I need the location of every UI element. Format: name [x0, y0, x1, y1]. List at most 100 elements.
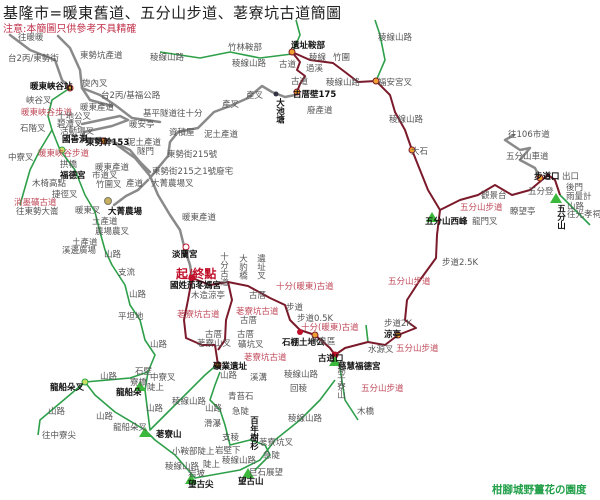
map-label: 暖東峽谷步道	[38, 149, 90, 159]
roads	[8, 33, 542, 280]
map-label: 十分(暖東)古道	[301, 323, 359, 333]
map-label: 產叉	[222, 100, 240, 110]
author-credit: 柑腳城野薑花の園度	[492, 484, 587, 496]
map-label: 古厝壁175	[293, 90, 337, 100]
map-label: 東勢坑產道	[80, 51, 123, 61]
map-label: 急陡	[232, 407, 250, 417]
map-label: 竹圍	[333, 53, 351, 63]
map-label: 淡蘭宮	[172, 250, 198, 260]
map-label: 慈慧福德宮	[338, 362, 381, 372]
map-label: 古道口	[318, 354, 344, 364]
map-label: 木造涼亭	[191, 291, 226, 301]
map-label: 礦坑叉	[238, 340, 264, 350]
map-label: 龍船朵	[116, 388, 142, 398]
map-label: 寮橋	[130, 378, 148, 388]
map-label: 望古山	[238, 477, 264, 487]
map-label: 大菁農場	[108, 207, 143, 217]
map-label: 暖安亭	[129, 120, 155, 130]
map-label: 大豹橋	[237, 254, 248, 280]
map-label: 溪邊廣場	[62, 246, 97, 256]
map-label: 山路	[104, 250, 122, 260]
map-label: 稜線	[309, 53, 327, 63]
map-label: 山路	[220, 371, 238, 381]
map-label: 石壁	[135, 367, 153, 377]
map-label: 荖寮山	[156, 430, 182, 440]
map-label: 市道叉	[92, 171, 118, 181]
map-label: 五分山車道	[506, 152, 549, 162]
map-label: 石棚土地公	[282, 338, 325, 348]
map-label: 山路	[129, 290, 147, 300]
map-label: 資積屋	[169, 128, 195, 138]
map-label: 荖寮坑古道	[177, 310, 220, 320]
map-label: 礦業遺址	[213, 362, 248, 372]
map-label: 稜線山路	[222, 456, 257, 466]
map-label: 農場農叉	[95, 227, 130, 237]
map-label: 山路	[48, 407, 66, 417]
map-label: 五分山西峰	[425, 217, 468, 227]
map-label: 木椅高點	[32, 179, 67, 189]
map-label: 廢產道	[307, 106, 333, 116]
map-label: 支流	[118, 268, 136, 278]
map-label: 國善洞	[62, 135, 88, 145]
map-label: 竹圍叉	[96, 180, 122, 190]
map-label: 大石	[411, 147, 429, 157]
map-label: 步道	[286, 303, 304, 313]
map-disclaimer: 注意:本簡圖只供參考不具精確	[3, 24, 137, 35]
map-label: 起/終點	[176, 267, 217, 281]
map-label: 巨石展望	[249, 468, 284, 478]
map-label: 拱橋	[60, 160, 78, 170]
map-label: 稜線山路	[172, 397, 207, 407]
map-label: 步道口	[534, 172, 560, 182]
map-label: 福安宮叉	[378, 78, 413, 88]
map-label: 捷徑叉	[52, 190, 78, 200]
map-label: 小鞍部陡上	[172, 447, 215, 457]
map-label: 古道	[291, 77, 309, 87]
map-label: 山路	[567, 202, 585, 212]
map-label: 東勢幹153	[86, 138, 130, 148]
map-label: 水源叉	[368, 345, 394, 355]
map-label: 石階叉	[20, 124, 46, 134]
map-label: 旋內叉	[82, 79, 108, 89]
map-label: 稜線山路	[284, 370, 319, 380]
map-label: 溪溝	[250, 373, 268, 383]
map-label: 大菁農場叉	[151, 179, 194, 189]
map-label: 往暖暖	[18, 33, 44, 43]
map-label: 山路	[100, 372, 118, 382]
map-label: 步道2K	[384, 319, 412, 329]
map-label: 中寮叉	[150, 373, 176, 383]
map-label: 木橋	[357, 407, 375, 417]
map-label: 龍門叉	[472, 217, 498, 227]
map-label: 山路	[205, 404, 223, 414]
map-label: 遺址鞍部	[291, 41, 326, 51]
map-label: 稜線山路	[288, 414, 323, 424]
map-label: 台2丙/東勢街	[8, 54, 59, 64]
map-label: 涼亭	[384, 330, 402, 340]
map-label: 平坦地	[118, 312, 144, 322]
map-label: 台2丙/基福公路	[101, 91, 161, 101]
map-label: 往中寮尖	[42, 431, 77, 441]
map-label: 五分山	[555, 204, 566, 230]
map-label: 峽谷叉	[26, 96, 52, 106]
waypoints	[58, 48, 562, 484]
map-label: 古厝	[249, 291, 267, 301]
map-label: 瞭望亭	[510, 207, 536, 217]
map-label: 五分登	[528, 187, 554, 197]
map-label: 消墨礦古道	[14, 198, 57, 208]
map-label: 荖寮山叉	[197, 339, 232, 349]
map-label: 滑瀑	[204, 419, 222, 429]
map-label: 國姓茄苳媽宮	[170, 281, 222, 291]
map-label: 稜線山路	[232, 59, 267, 69]
map-label: 步道0.5K	[297, 314, 334, 324]
map-label: 碧潭叉	[57, 120, 83, 130]
map-label: 中寮叉	[8, 153, 34, 163]
map-label: 五分山步道	[460, 203, 503, 213]
map-label: 雨量計	[566, 192, 592, 202]
map-label: 湖子寮山	[335, 365, 346, 399]
map-label: 東勢街215之1號廢宅	[152, 167, 234, 177]
map-label: 古厝	[237, 330, 255, 340]
map-label: 活動場叉	[60, 127, 95, 137]
map-label: 古厝	[205, 330, 223, 340]
map-label: 五分山步道	[388, 277, 431, 287]
map-label: 東勢街215號	[167, 150, 218, 160]
